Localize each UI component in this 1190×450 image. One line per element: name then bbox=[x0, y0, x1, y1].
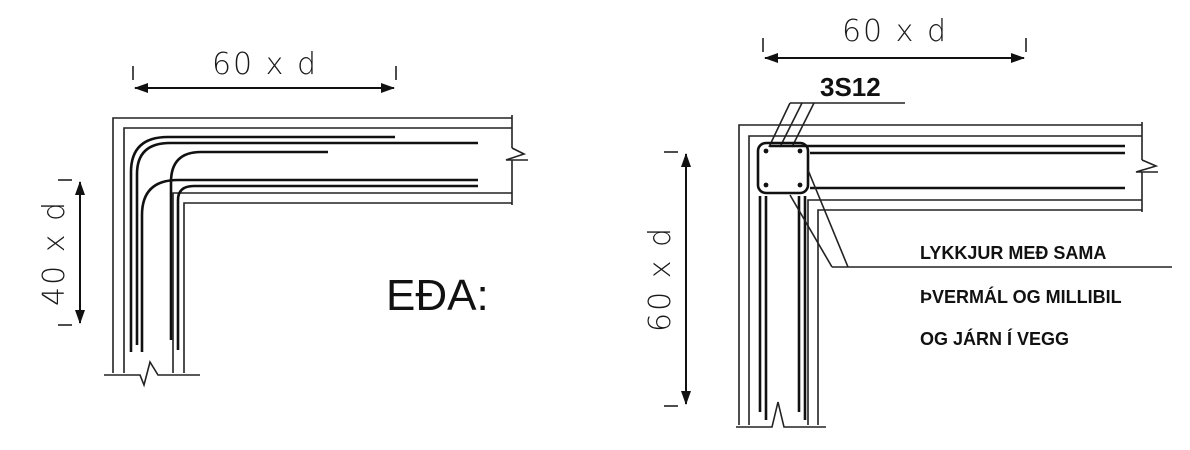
note-line-1: LYKKJUR MEÐ SAMA bbox=[920, 243, 1106, 263]
right-horizontal-dimension: 60 x d bbox=[762, 14, 1027, 63]
right-loop-bar bbox=[756, 141, 810, 195]
left-concrete-outline bbox=[104, 115, 528, 388]
right-detail: 60 x d 60 x d 3S12 bbox=[643, 14, 1172, 428]
right-horizontal-dim-label: 60 x d bbox=[842, 14, 948, 49]
right-concrete-outline bbox=[736, 122, 1159, 428]
bar-dot bbox=[797, 148, 803, 154]
bar-dot bbox=[797, 182, 803, 188]
note-leader bbox=[789, 169, 1172, 268]
note-text: LYKKJUR MEÐ SAMA ÞVERMÁL OG MILLIBIL OG … bbox=[920, 243, 1122, 349]
left-horizontal-dim-label: 60 x d bbox=[212, 47, 318, 82]
left-vertical-dim-label: 40 x d bbox=[37, 200, 72, 306]
left-horizontal-dimension: 60 x d bbox=[132, 47, 397, 93]
or-separator: EÐA: bbox=[386, 271, 489, 320]
note-line-3: OG JÁRN Í VEGG bbox=[920, 328, 1069, 349]
bar-dot bbox=[763, 182, 769, 188]
left-detail: 60 x d 40 x d bbox=[37, 47, 528, 388]
note-line-2: ÞVERMÁL OG MILLIBIL bbox=[920, 286, 1122, 307]
left-rebars bbox=[129, 135, 478, 352]
left-vertical-dimension: 40 x d bbox=[37, 179, 85, 326]
right-vertical-dimension: 60 x d bbox=[643, 151, 691, 407]
right-rebars bbox=[758, 144, 1125, 420]
bar-dot bbox=[763, 148, 769, 154]
right-vertical-dim-label: 60 x d bbox=[643, 226, 678, 332]
bar-mark-label: 3S12 bbox=[820, 72, 881, 102]
